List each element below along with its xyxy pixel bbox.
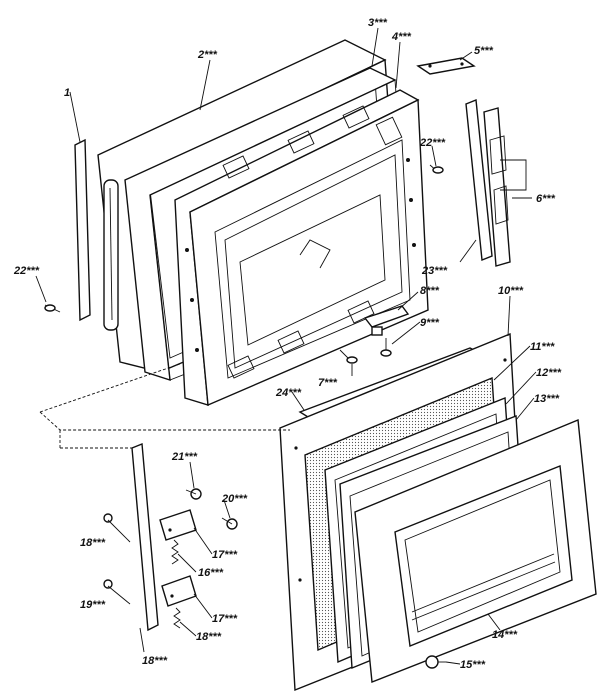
label-part-12: 12*** xyxy=(536,367,562,379)
label-part-18-lower: 18*** xyxy=(142,655,168,667)
part-14-outer-frame xyxy=(354,418,597,683)
part-17-hinge-arm-lower xyxy=(161,575,197,607)
label-part-18-middle: 18*** xyxy=(196,631,222,643)
part-18-rivet-upper xyxy=(103,513,113,523)
label-part-1: 1 xyxy=(64,87,70,99)
label-part-24: 24*** xyxy=(275,387,302,399)
part-4-door-frame xyxy=(174,89,429,407)
label-part-10: 10*** xyxy=(498,285,524,297)
label-part-7: 7*** xyxy=(318,377,338,389)
label-part-16: 16*** xyxy=(198,567,224,579)
leader-lines xyxy=(35,27,537,665)
label-part-3: 3*** xyxy=(368,17,388,29)
label-part-20: 20*** xyxy=(221,493,248,505)
label-part-22-right: 22*** xyxy=(419,137,446,149)
label-part-18-upper: 18*** xyxy=(80,537,106,549)
label-part-6: 6*** xyxy=(536,193,556,205)
label-part-9: 9*** xyxy=(420,317,440,329)
part-6-gasket xyxy=(483,107,527,267)
label-part-8: 8*** xyxy=(420,285,440,297)
part-7-screw xyxy=(339,349,358,364)
label-part-15: 15*** xyxy=(460,659,486,671)
part-17-hinge-arm-upper xyxy=(159,509,197,541)
part-19-rivet-lower xyxy=(103,579,113,589)
part-1-left-trim xyxy=(74,138,91,322)
label-part-17-lower: 17*** xyxy=(212,613,238,625)
label-part-2: 2*** xyxy=(197,49,218,61)
label-part-4: 4*** xyxy=(391,31,412,43)
part-9-screw xyxy=(380,338,392,357)
label-part-21: 21*** xyxy=(171,451,198,463)
label-part-22-left: 22*** xyxy=(13,265,40,277)
label-part-14: 14*** xyxy=(492,629,518,641)
part-22-screw-right xyxy=(429,164,444,174)
part-8-bracket xyxy=(363,305,410,336)
part-18-spring-lower xyxy=(173,607,181,629)
part-15-screw xyxy=(425,655,446,669)
part-23-right-trim xyxy=(465,99,493,261)
part-22-screw-left xyxy=(44,304,61,313)
label-part-19: 19*** xyxy=(80,599,106,611)
label-part-17-upper: 17*** xyxy=(212,549,238,561)
part-16-spring xyxy=(171,539,179,565)
part-20-screw xyxy=(221,517,238,530)
label-part-11: 11*** xyxy=(530,341,555,353)
label-part-13: 13*** xyxy=(534,393,560,405)
part-18-hinge-plate xyxy=(131,443,159,632)
part-5-hinge-bracket xyxy=(416,57,476,75)
part-labels: 1 2*** 3*** 4*** 5*** 22*** 6*** 22*** 2… xyxy=(13,17,562,671)
part-21-screw xyxy=(185,488,202,500)
label-part-5: 5*** xyxy=(474,45,494,57)
label-part-23: 23*** xyxy=(421,265,448,277)
